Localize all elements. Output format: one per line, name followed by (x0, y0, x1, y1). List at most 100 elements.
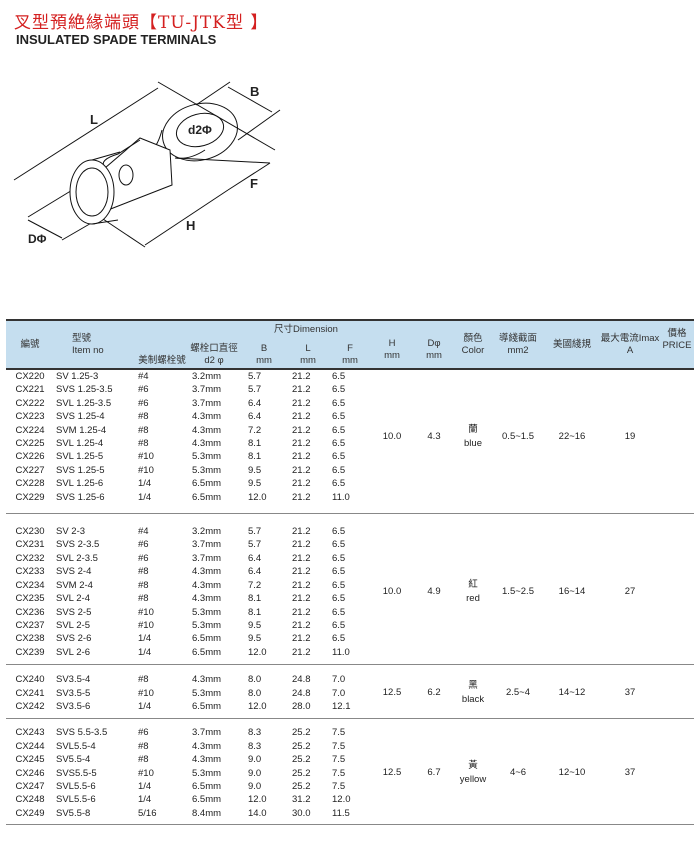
cell-item-no: SVS 2-3.5 (56, 539, 100, 551)
cell-F: 11.0 (332, 646, 350, 658)
cell-screw-size: #8 (138, 411, 149, 423)
cell-screw-size: #6 (138, 539, 149, 551)
cell-code: CX221 (15, 384, 45, 396)
cell-item-no: SVS 1.25-3.5 (56, 384, 113, 396)
cell-L: 21.2 (292, 539, 311, 551)
cell-d2: 5.3mm (192, 687, 222, 699)
cell-F: 6.5 (332, 579, 346, 591)
cell-B: 9.0 (248, 754, 262, 766)
cell-price (660, 726, 694, 820)
cell-F: 7.5 (332, 754, 346, 766)
cell-screw-size: #4 (138, 371, 149, 382)
cell-F: 7.5 (332, 727, 346, 739)
cell-code: CX234 (15, 579, 45, 591)
cell-code: CX232 (15, 552, 45, 564)
cell-B: 14.0 (248, 807, 267, 819)
label-D: DΦ (28, 232, 47, 246)
cell-screw-size: 1/4 (138, 478, 152, 490)
cell-item-no: SVS 2-5 (56, 606, 92, 618)
cell-code: CX220 (15, 371, 45, 382)
cell-screw-size: #8 (138, 674, 149, 686)
cell-screw-size: #10 (138, 606, 154, 618)
cell-B: 6.4 (248, 566, 262, 578)
cell-d2: 4.3mm (192, 438, 222, 450)
cell-F: 6.5 (332, 464, 346, 476)
cell-code: CX246 (15, 767, 45, 779)
cell-screw-size: 1/4 (138, 794, 152, 806)
cell-item-no: SV 2-3 (56, 526, 86, 538)
cell-d2: 3.2mm (192, 526, 222, 538)
cell-B: 5.7 (248, 539, 262, 551)
cell-d2: 4.3mm (192, 566, 222, 578)
cell-item-no: SV5.5-4 (56, 754, 91, 766)
cell-L: 25.2 (292, 780, 311, 792)
cell-L: 21.2 (292, 371, 311, 382)
cell-code: CX237 (15, 619, 45, 631)
cell-item-no: SVS 2-6 (56, 633, 92, 645)
cell-code: CX244 (15, 740, 45, 752)
cell-F: 12.0 (332, 794, 351, 806)
cell-F: 7.0 (332, 687, 346, 699)
cell-screw-size: #6 (138, 384, 149, 396)
cell-item-no: SVM 1.25-4 (56, 424, 107, 436)
cell-d2: 4.3mm (192, 424, 222, 436)
cell-wire: 0.5~1.5 (502, 431, 534, 443)
cell-L: 21.2 (292, 633, 311, 645)
cell-B: 8.1 (248, 451, 262, 463)
cell-item-no: SVL 2-6 (56, 646, 90, 658)
cell-amp: 37 (624, 687, 636, 699)
cell-F: 6.5 (332, 438, 346, 450)
cell-item-no: SVL 1.25-6 (56, 478, 104, 490)
cell-F: 6.5 (332, 633, 346, 645)
color-en: yellow (459, 774, 487, 786)
cell-D: 6.2 (427, 687, 441, 699)
color-en: blue (464, 438, 482, 450)
cell-code: CX239 (15, 646, 45, 658)
cell-L: 21.2 (292, 384, 311, 396)
cell-code: CX242 (15, 700, 45, 712)
cell-screw-size: #10 (138, 767, 154, 779)
cell-code: CX248 (15, 794, 45, 806)
cell-H: 12.5 (382, 687, 402, 699)
cell-L: 24.8 (292, 674, 311, 686)
cell-item-no: SVL 2-4 (56, 593, 90, 605)
cell-code: CX223 (15, 411, 45, 423)
cell-L: 25.2 (292, 754, 311, 766)
cell-L: 21.2 (292, 593, 311, 605)
cell-code: CX247 (15, 780, 45, 792)
cell-price (660, 370, 694, 504)
cell-screw-size: #8 (138, 438, 149, 450)
cell-item-no: SVS 1.25-6 (56, 491, 105, 503)
cell-screw-size: 1/4 (138, 700, 152, 712)
cell-F: 7.0 (332, 674, 346, 686)
cell-L: 21.2 (292, 464, 311, 476)
cell-F: 6.5 (332, 606, 346, 618)
cell-F: 6.5 (332, 411, 346, 423)
cell-d2: 8.4mm (192, 807, 222, 819)
cell-code: CX241 (15, 687, 45, 699)
cell-B: 6.4 (248, 411, 262, 423)
cell-F: 6.5 (332, 451, 346, 463)
cell-B: 9.5 (248, 619, 262, 631)
cell-d2: 5.3mm (192, 464, 222, 476)
cell-L: 21.2 (292, 552, 311, 564)
cell-code: CX240 (15, 674, 45, 686)
cell-F: 7.5 (332, 780, 346, 792)
